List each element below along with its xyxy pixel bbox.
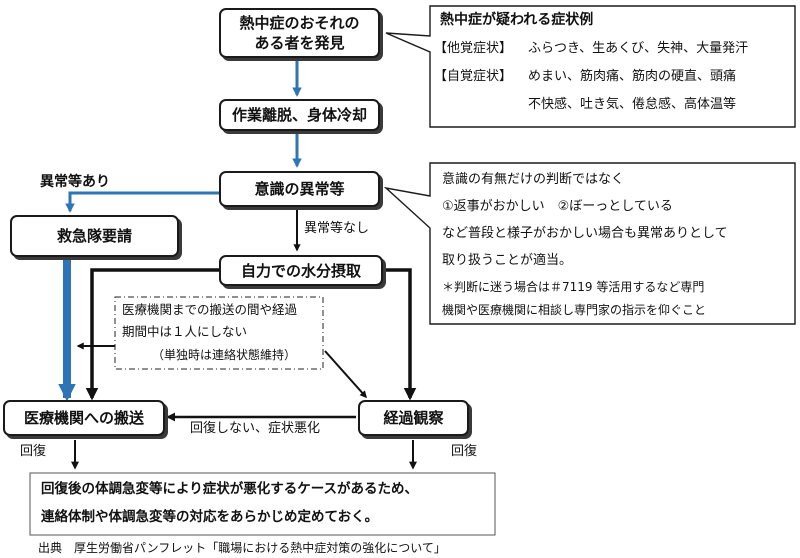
label-abnormal-no: 異常等なし — [304, 221, 370, 236]
arrow-hydration-to-observe — [383, 268, 417, 401]
judgement-line6: 機関や医療機関に相談し専門家の指示を仰ぐこと — [442, 303, 707, 317]
node-observe: 経過観察 — [358, 400, 469, 436]
node-hospital: 医療機関への搬送 — [3, 400, 165, 436]
note-line1: 医療機関までの搬送の間や経過 — [122, 302, 298, 317]
judgement-line4: 取り扱うことが適当。 — [442, 253, 573, 268]
bottom-box-border — [29, 472, 496, 536]
node-discover: 熱中症のおそれの ある者を発見 — [219, 8, 380, 58]
judgement-line5: ＊判断に迷う場合は＃7119 等活用するなど専門 — [442, 280, 705, 294]
node-discover-line1: 熱中症のおそれの — [239, 14, 360, 32]
symptoms-row1-tag: 【他覚症状】 — [434, 41, 513, 56]
symptoms-row1-text: ふらつき、生あくび、失神、大量発汗 — [528, 41, 749, 56]
arrow-note-to-observe — [324, 350, 367, 399]
arrow-hydration-to-hospital — [85, 268, 220, 401]
node-ambulance: 救急隊要請 — [10, 215, 179, 257]
node-remove-cool-label: 作業離脱、身体冷却 — [231, 106, 367, 124]
symptoms-title: 熱中症が疑われる症状例 — [440, 12, 594, 28]
bottom-line1: 回復後の体調急変等により症状が悪化するケースがあるため、 — [41, 481, 419, 497]
label-no-recovery: 回復しない、症状悪化 — [190, 421, 321, 436]
node-remove-cool: 作業離脱、身体冷却 — [219, 99, 380, 131]
callout-judgement-shape — [383, 162, 796, 325]
label-recover-left: 回復 — [20, 444, 47, 459]
callout-symptoms-shape — [385, 5, 796, 128]
arrow-consciousness-to-ambulance — [65, 191, 220, 213]
label-recover-right: 回復 — [451, 444, 478, 459]
bottom-line2: 連絡体制や体調急変等の対応をあらかじめ定めておく。 — [41, 509, 379, 525]
node-hospital-label: 医療機関への搬送 — [23, 409, 144, 427]
symptoms-row3-text: 不快感、吐き気、倦怠感、高体温等 — [528, 97, 737, 112]
node-ambulance-label: 救急隊要請 — [56, 227, 132, 245]
symptoms-row2-tag: 【自覚症状】 — [434, 69, 513, 84]
node-observe-label: 経過観察 — [383, 409, 444, 427]
note-box-border — [114, 296, 324, 370]
judgement-line1: 意識の有無だけの判断ではなく — [442, 172, 625, 187]
node-discover-line2: ある者を発見 — [254, 34, 345, 52]
node-consciousness: 意識の異常等 — [219, 171, 380, 207]
source-citation: 出典 厚生労働省パンフレット「職場における熱中症対策の強化について」 — [38, 541, 446, 555]
node-hydration: 自力での水分摂取 — [219, 255, 383, 286]
note-line2: 期間中は１人にしない — [122, 324, 248, 339]
node-consciousness-label: 意識の異常等 — [254, 180, 345, 198]
node-hydration-label: 自力での水分摂取 — [240, 261, 361, 280]
symptoms-row2-text: めまい、筋肉痛、筋肉の硬直、頭痛 — [528, 69, 737, 84]
judgement-line3: など普段と様子がおかしい場合も異常ありとして — [442, 226, 728, 241]
label-abnormal-yes: 異常等あり — [40, 174, 110, 190]
judgement-line2: ①返事がおかしい ②ぼーっとしている — [442, 199, 673, 214]
note-line3: （単独時は連絡状態維持） — [152, 348, 297, 362]
